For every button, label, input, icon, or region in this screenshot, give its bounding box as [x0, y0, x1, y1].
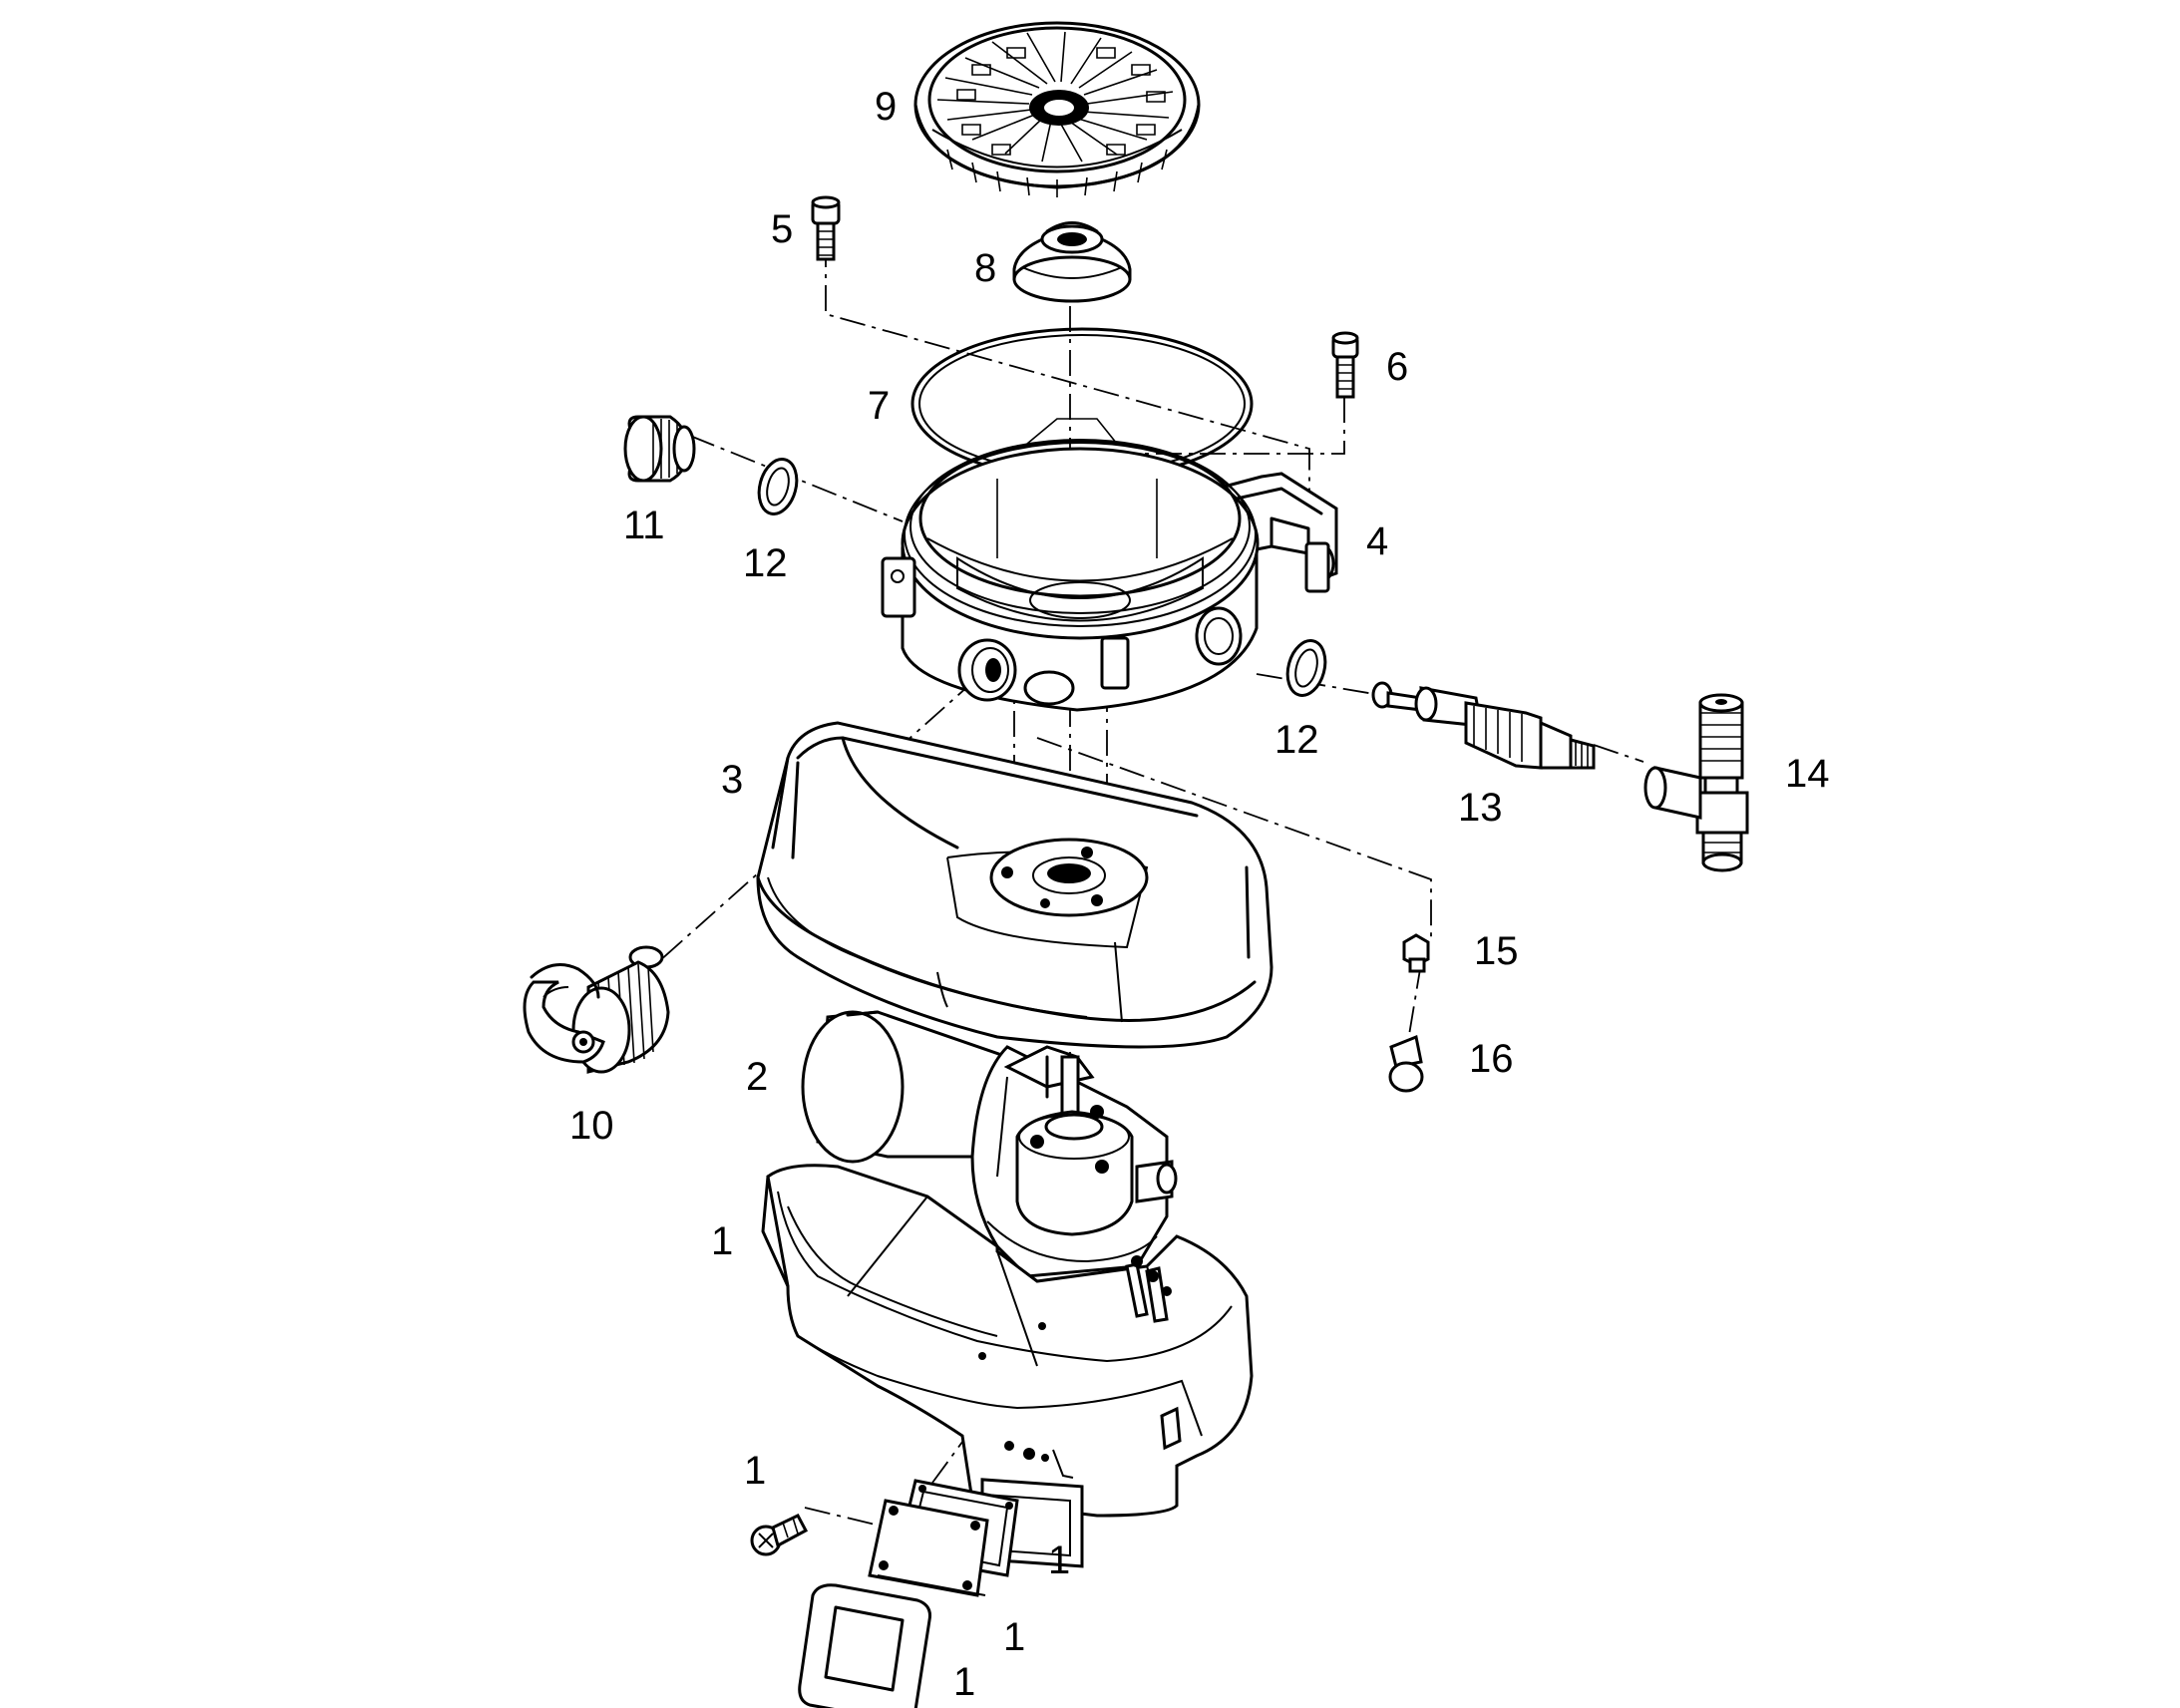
screw-part-6 [1331, 331, 1359, 399]
callout-6: 6 [1386, 345, 1408, 389]
callout-7: 7 [868, 384, 890, 428]
reservoir-lid-part-3 [756, 721, 1273, 1049]
screw-part-1 [750, 1514, 809, 1556]
screw-part-5 [811, 195, 841, 261]
callout-4: 4 [1366, 519, 1388, 563]
callout-11: 11 [623, 504, 665, 547]
pump-housing-part-4 [881, 418, 1338, 712]
callout-3: 3 [721, 758, 743, 802]
cap-part-16 [1388, 1034, 1424, 1093]
valve-part-13 [1371, 681, 1596, 770]
callout-15: 15 [1474, 929, 1519, 973]
frame-gasket-part-1 [798, 1583, 931, 1708]
tee-fitting-part-14 [1643, 693, 1749, 872]
callout-8: 8 [974, 246, 996, 290]
callout-9: 9 [875, 85, 897, 129]
callout-1: 1 [744, 1449, 766, 1493]
fan-cover-part-9 [913, 21, 1201, 197]
callout-1: 1 [711, 1219, 733, 1263]
callout-12: 12 [743, 541, 788, 585]
fitting-part-15 [1402, 933, 1430, 973]
cover-plate-part-1 [868, 1499, 989, 1597]
filler-cap-part-10 [523, 945, 670, 1074]
callout-2: 2 [746, 1055, 768, 1099]
callout-labels: 9 5 8 6 7 11 12 4 12 13 14 3 15 16 2 10 … [569, 85, 1830, 1704]
callout-14: 14 [1785, 752, 1830, 796]
washer-part-12-lower [1285, 639, 1327, 697]
base-reservoir-part-1 [761, 1164, 1254, 1568]
callout-1: 1 [1048, 1538, 1070, 1582]
washer-part-12-upper [757, 458, 799, 515]
callout-16: 16 [1469, 1037, 1514, 1081]
callout-1: 1 [953, 1660, 975, 1704]
seal-part-8 [1012, 221, 1132, 303]
callout-5: 5 [771, 207, 793, 251]
callout-1: 1 [1003, 1615, 1025, 1659]
motor-part-2 [801, 1010, 1178, 1278]
callout-10: 10 [569, 1104, 614, 1148]
plug-part-11 [623, 415, 696, 483]
callout-12: 12 [1274, 718, 1319, 762]
callout-13: 13 [1458, 786, 1503, 830]
